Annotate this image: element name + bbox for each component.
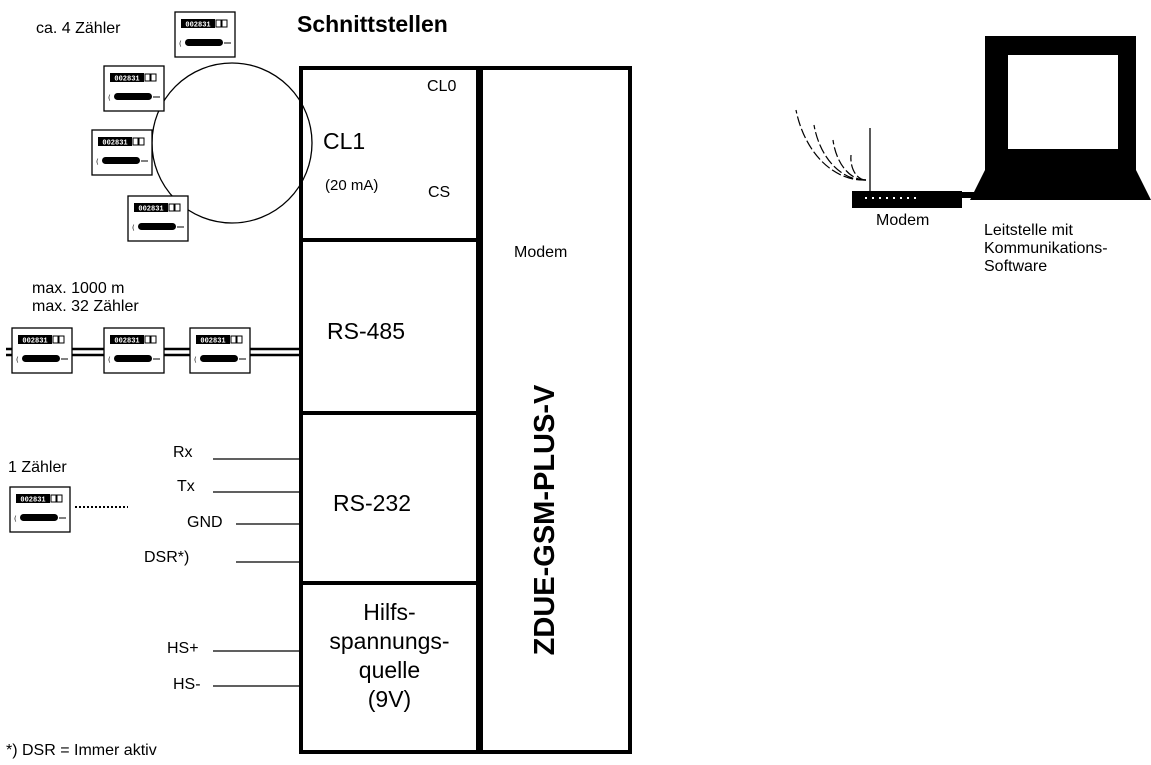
bus-meters-label: max. 32 Zähler (32, 298, 139, 315)
bus-meter-icon: 002831 ( (103, 327, 165, 374)
power-line-3: quelle (358, 657, 421, 683)
interface-stack (299, 66, 480, 754)
remote-modem (795, 109, 962, 208)
cl1-label: CL1 (323, 128, 366, 154)
ring-meter-icon: 002831 ( (103, 65, 165, 112)
rs485-label: RS-485 (327, 318, 405, 344)
meters-layer: 002831 (002831 (002831 (002831 (002831 (00283… (9, 11, 251, 533)
ring-meters-label: ca. 4 Zähler (36, 20, 121, 37)
svg-text:(: ( (108, 94, 111, 102)
meter-display-digits: 002831 (22, 338, 47, 346)
bus-meter-icon: 002831 ( (189, 327, 251, 374)
svg-text:(: ( (96, 158, 99, 166)
meter-display-digits: 002831 (138, 206, 163, 214)
meter-display-digits: 002831 (114, 338, 139, 346)
meter-display-digits: 002831 (114, 76, 139, 84)
meter-display-digits: 002831 (20, 497, 45, 505)
control-center-line-2: Kommunikations- (984, 240, 1108, 257)
control-center-line-1: Leitstelle mit (984, 222, 1073, 239)
device-name: ZDUE-GSM-PLUS-V (529, 384, 561, 655)
pin-lines (213, 458, 299, 687)
pin-hs-minus-label: HS- (173, 676, 201, 693)
pin-hs-plus-label: HS+ (167, 640, 199, 657)
meter-display-digits: 002831 (185, 22, 210, 30)
svg-text:(: ( (132, 224, 135, 232)
power-line-2: spannungs- (329, 628, 450, 654)
radio-waves-icon (795, 109, 867, 181)
computer-icon (962, 36, 1151, 200)
footnote: *) DSR = Immer aktiv (6, 742, 157, 759)
cl0-label: CL0 (427, 78, 457, 95)
ring-meter-icon: 002831 ( (174, 11, 236, 58)
control-center-line-3: Software (984, 258, 1048, 275)
pin-dsr-label: DSR*) (144, 549, 190, 566)
single-meter-icon: 002831 ( (9, 486, 71, 533)
pin-rx-label: Rx (173, 444, 193, 461)
power-line-4: (9V) (367, 686, 412, 712)
meter-display-digits: 002831 (102, 140, 127, 148)
ring-meter-icon: 002831 ( (127, 195, 189, 242)
device-modem-label: Modem (514, 244, 568, 261)
device-block (479, 66, 632, 754)
power-label: Hilfs- spannungs- quelle (9V) (301, 598, 478, 714)
svg-text:(: ( (14, 515, 17, 523)
power-block (299, 581, 480, 754)
single-meter-label: 1 Zähler (8, 459, 67, 476)
bus-meter-icon: 002831 ( (11, 327, 73, 374)
svg-text:(: ( (194, 356, 197, 364)
ring-meter-icon: 002831 ( (91, 129, 153, 176)
pin-gnd-label: GND (187, 514, 223, 531)
svg-text:(: ( (16, 356, 19, 364)
bus-length-label: max. 1000 m (32, 280, 125, 297)
control-center-label: Leitstelle mit Kommunikations- Software (984, 222, 1108, 276)
power-line-1: Hilfs- (363, 599, 416, 625)
svg-text:(: ( (108, 356, 111, 364)
pin-tx-label: Tx (177, 478, 195, 495)
page-title: Schnittstellen (297, 11, 448, 37)
remote-modem-label: Modem (876, 212, 930, 229)
current-label: (20 mA) (325, 177, 379, 194)
rs232-label: RS-232 (333, 490, 411, 516)
cs-label: CS (428, 184, 451, 201)
svg-text:(: ( (179, 40, 182, 48)
meter-display-digits: 002831 (200, 338, 225, 346)
